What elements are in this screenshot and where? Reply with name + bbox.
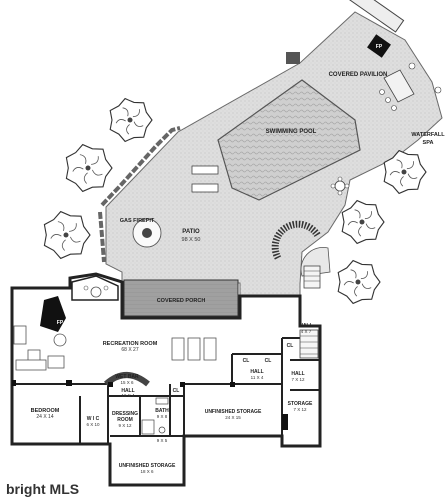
spa-label: SPA [423, 140, 434, 146]
recreation-room-label: RECREATION ROOM [103, 341, 158, 347]
pavilion-stool [385, 97, 391, 103]
bay-table [90, 286, 102, 298]
unfinished-storage-b-dimensions: 18 X 6 [140, 469, 154, 474]
patio-dimensions: 98 X 50 [182, 237, 201, 243]
curved-steps [271, 220, 322, 260]
storage-dimensions: 7 X 12 [293, 407, 307, 412]
pavilion-stool [434, 86, 442, 94]
pavilion-post [286, 52, 300, 64]
wic-dimensions: 6 X 10 [86, 422, 100, 427]
tree-icon [337, 259, 381, 305]
recreation-room-dimensions: 68 X 27 [121, 347, 138, 353]
interior-stairs [299, 329, 319, 359]
dressing-room-dimensions: 9 X 12 [118, 423, 132, 428]
hall-b-dimensions: 11 X 4 [251, 375, 264, 380]
pavilion-stool [379, 89, 385, 95]
bath-label: BATH [155, 408, 169, 414]
pavilion-fireplace [367, 34, 391, 58]
closet-label: CL [287, 343, 294, 349]
closet-label: CL [173, 388, 180, 394]
toilet [158, 426, 166, 434]
swimming-pool [217, 79, 361, 201]
hall-a-dimensions: 16 X 4 [121, 393, 135, 398]
hall-d-dimensions: 7 X 12 [291, 377, 305, 382]
swimming-pool-label: SWIMMING POOL [266, 129, 317, 135]
hall-c-dimensions: 4 X 7 [301, 329, 312, 334]
sofa [171, 337, 185, 361]
garden-wall [98, 211, 106, 263]
interior-walls [12, 337, 320, 446]
tree-icon [383, 149, 427, 195]
storage-label: STORAGE [288, 401, 313, 407]
wic-label: W I C [87, 416, 100, 422]
tree-icon [65, 143, 113, 193]
wet-bar-counter [103, 372, 150, 387]
dressing-room-label-line2: ROOM [117, 417, 133, 423]
patio-label: PATIO [182, 229, 200, 235]
gas-firepit-label: GAS FIREPIT [120, 218, 155, 224]
dressing-room-label-line1: DRESSING [112, 411, 138, 417]
covered-porch [123, 279, 239, 317]
structural-columns [12, 380, 288, 430]
hall-c-label: HALL [299, 323, 312, 329]
garden-wall [100, 126, 181, 207]
closet-label: CL [265, 358, 272, 364]
bath-dimensions: 9 X 8 [157, 414, 168, 419]
sofa [187, 337, 201, 361]
tree-icon [341, 199, 385, 245]
hall-b-label: HALL [250, 369, 263, 375]
lounge-chair [191, 165, 219, 175]
rec-room-fireplace [40, 296, 66, 332]
gas-firepit [142, 228, 152, 238]
landscape-trees [43, 97, 427, 305]
hall-a-label: HALL [121, 388, 134, 394]
tree-icon [109, 97, 153, 143]
pavilion-stool [391, 105, 397, 111]
unfinished-storage-a-dimensions: 24 X 15 [225, 415, 241, 420]
sofa [203, 337, 217, 361]
pavilion-fireplace-label: FP [376, 44, 383, 50]
rec-room-fireplace-label: FP [57, 320, 64, 326]
covered-pavilion-label: COVERED PAVILION [329, 72, 388, 78]
hall-d-label: HALL [291, 371, 304, 377]
waterfall-label: WATERFALL [411, 132, 445, 138]
closet-dimensions: 9 X 5 [157, 438, 168, 443]
tree-icon [43, 210, 91, 260]
pavilion-bar [383, 69, 415, 103]
rec-room-furniture [13, 325, 67, 371]
lounge-chair [191, 183, 219, 193]
bedroom-dimensions: 24 X 14 [36, 414, 53, 420]
bay-table [83, 285, 89, 291]
bath-vanity [155, 397, 169, 405]
wet-bar-dimensions: 15 X 6 [120, 380, 134, 385]
closet-label: CL [243, 358, 250, 364]
pavilion-stool [408, 62, 416, 70]
bath-tub [141, 419, 155, 435]
unfinished-storage-a-label: UNFINISHED STORAGE [205, 409, 262, 415]
pavilion-outdoor-kitchen [345, 0, 405, 33]
bedroom-label: BEDROOM [31, 408, 60, 414]
watermark: bright MLS [6, 481, 79, 497]
patio-table [330, 176, 350, 196]
bay-table [103, 285, 109, 291]
exterior-stairs [303, 265, 321, 289]
house-outline [10, 272, 322, 487]
unfinished-storage-b-label: UNFINISHED STORAGE [119, 463, 176, 469]
covered-porch-label: COVERED PORCH [157, 298, 206, 304]
wet-bar-label: WET BAR [115, 374, 139, 380]
